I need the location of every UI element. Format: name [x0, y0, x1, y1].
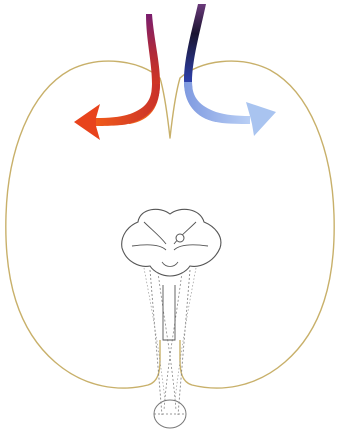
- warm-curved-arrow-icon: [74, 14, 160, 140]
- spinal-column: [144, 268, 196, 428]
- cool-curved-arrow-icon: [184, 4, 276, 136]
- brainstem-cross-section: [122, 209, 221, 276]
